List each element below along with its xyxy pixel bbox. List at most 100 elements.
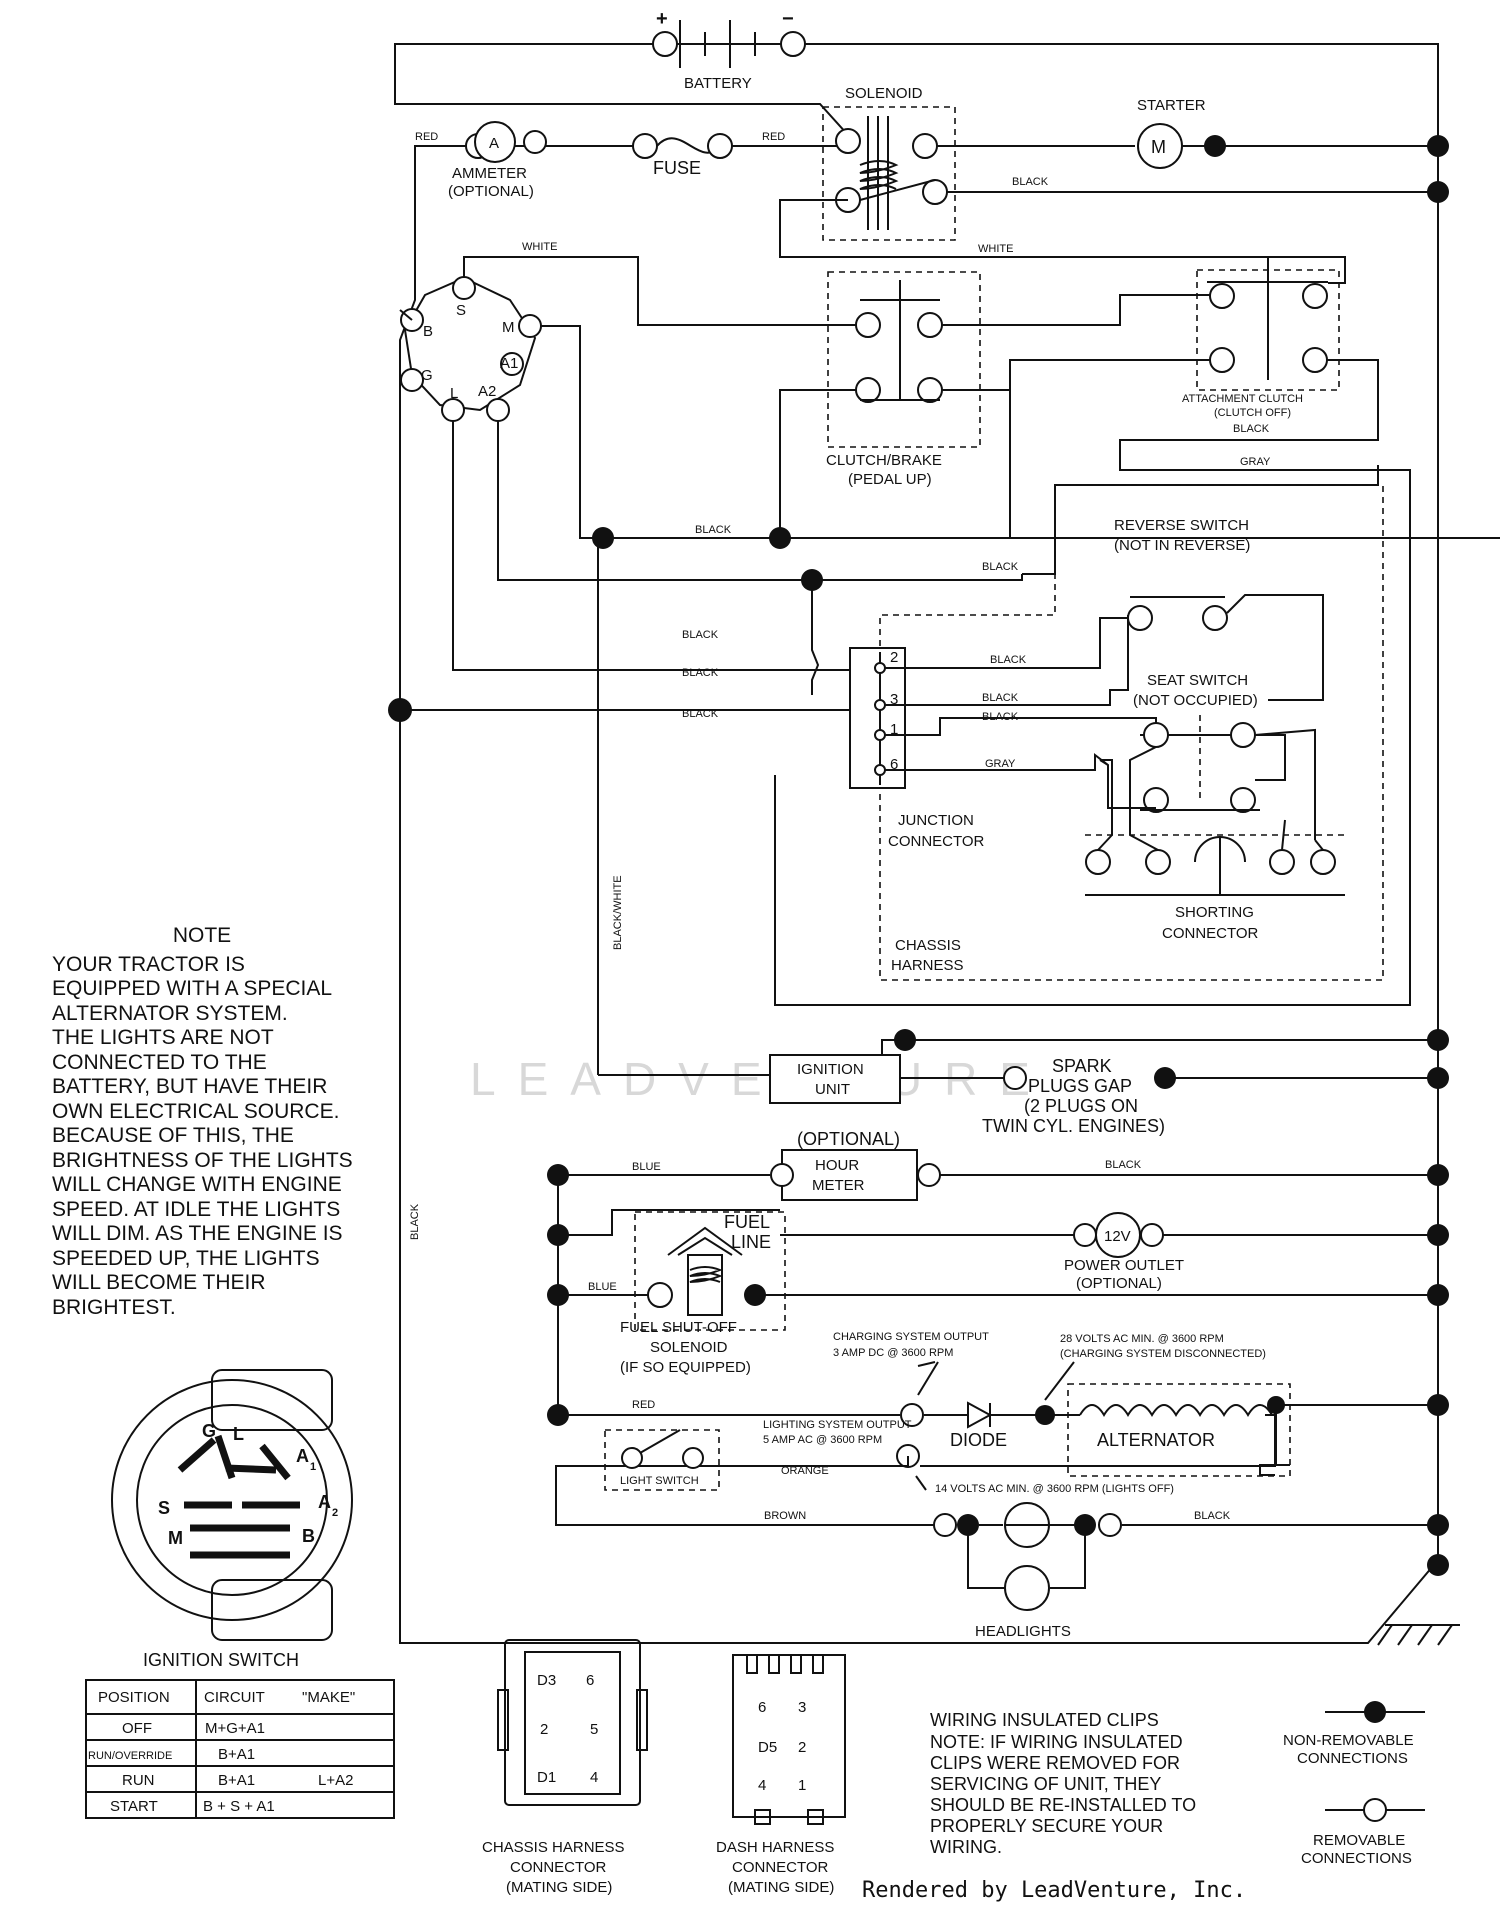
wire-black-label-4: BLACK [682, 629, 719, 641]
table-row-position: RUN [122, 1772, 155, 1789]
clips-note-line: PROPERLY SECURE YOUR [930, 1816, 1163, 1836]
note-line: BRIGHTNESS OF THE LIGHTS [52, 1148, 353, 1172]
chassis-pin-6: 6 [586, 1672, 594, 1689]
ignition-unit-label: IGNITION [797, 1061, 864, 1078]
hour-meter-optional-label: (OPTIONAL) [797, 1129, 900, 1149]
ammeter-symbol: A [489, 135, 499, 152]
wire-black-label-ac: BLACK [1233, 423, 1270, 435]
ground-symbol [1377, 1624, 1460, 1646]
spark-label-2: PLUGS GAP [1028, 1076, 1132, 1096]
removable-label: REMOVABLE [1313, 1832, 1405, 1849]
ammeter-label: AMMETER [452, 165, 527, 182]
chassis-pin-4: 4 [590, 1769, 598, 1786]
seat-switch: SEAT SWITCH (NOT OCCUPIED) [1099, 672, 1316, 840]
battery-negative-terminal [780, 31, 806, 57]
wire-gray-label: GRAY [1240, 456, 1271, 468]
spark-label-3: (2 PLUGS ON [1024, 1096, 1138, 1116]
note-line: SPEED. AT IDLE THE LIGHTS [52, 1197, 341, 1221]
light-switch: LIGHT SWITCH [604, 1429, 720, 1491]
hour-meter-label: HOUR [815, 1157, 859, 1174]
terminal-l: L [450, 385, 458, 402]
wire-gray-label-2: GRAY [985, 758, 1016, 770]
note-line: BATTERY, BUT HAVE THEIR [52, 1075, 328, 1098]
note-line: WILL BECOME THEIR [52, 1271, 266, 1294]
ignition-unit-section: IGNITION UNIT SPARK PLUGS GAP (2 PLUGS O… [598, 1029, 1449, 1136]
dash-pin-6: 6 [758, 1699, 766, 1716]
charging-output-label: CHARGING SYSTEM OUTPUT [833, 1331, 989, 1343]
dash-connector-label-2: CONNECTOR [732, 1859, 829, 1876]
shorting-connector-label: SHORTING [1175, 904, 1254, 921]
plug-s: S [158, 1498, 170, 1518]
wire-black-label-11: BLACK [1194, 1510, 1231, 1522]
dash-pin-1: 1 [798, 1777, 806, 1794]
seat-switch-sub-label: (NOT OCCUPIED) [1133, 692, 1258, 709]
junction-pin-3: 3 [890, 691, 898, 708]
headlights-label: HEADLIGHTS [975, 1623, 1071, 1640]
wire-black-label-5: BLACK [682, 667, 719, 679]
plus-sign: + [656, 8, 668, 30]
plug-a2: A [318, 1492, 331, 1512]
wire-black-label-3: BLACK [982, 561, 1019, 573]
table-header-position: POSITION [98, 1689, 170, 1706]
attachment-clutch-switch: ATTACHMENT CLUTCH (CLUTCH OFF) BLACK GRA… [774, 258, 1411, 1006]
hour-meter-section: (OPTIONAL) HOUR METER BLUE BLACK [547, 1129, 1449, 1201]
charging-output-label-2: 3 AMP DC @ 3600 RPM [833, 1347, 953, 1359]
table-row-circuit: B+A1 [218, 1772, 255, 1789]
plug-a1: A [296, 1446, 309, 1466]
chassis-pin-d1: D1 [537, 1769, 556, 1786]
starter-wires: M STARTER BLACK WHITE [779, 97, 1449, 284]
clips-note-line: SERVICING OF UNIT, THEY [930, 1774, 1161, 1794]
plug-l: L [233, 1424, 244, 1444]
non-removable-label-2: CONNECTIONS [1297, 1750, 1408, 1767]
table-row-position: OFF [122, 1720, 152, 1737]
terminal-a2: A2 [478, 383, 496, 400]
ignition-switch-plug: G L A 1 A 2 S M B IGNITION SWITCH [111, 1369, 353, 1670]
clips-note-line: SHOULD BE RE-INSTALLED TO [930, 1795, 1196, 1815]
solenoid-label: SOLENOID [845, 85, 923, 102]
table-row-position: START [110, 1798, 158, 1815]
credit-text: Rendered by LeadVenture, Inc. [862, 1878, 1247, 1903]
diode-label: DIODE [950, 1430, 1007, 1450]
chassis-harness-label: CHASSIS [895, 937, 961, 954]
non-removable-label: NON-REMOVABLE [1283, 1732, 1414, 1749]
table-row-circuit: B+A1 [218, 1746, 255, 1763]
reverse-switch: REVERSE SWITCH (NOT IN REVERSE) [1114, 517, 1324, 701]
note-line: WILL CHANGE WITH ENGINE [52, 1173, 342, 1196]
chassis-harness-label-2: HARNESS [891, 957, 964, 974]
note-line: OWN ELECTRICAL SOURCE. [52, 1099, 340, 1123]
ac-28-label: 28 VOLTS AC MIN. @ 3600 RPM [1060, 1333, 1224, 1345]
ammeter-gauge [474, 121, 516, 163]
wire-orange-label: ORANGE [781, 1465, 829, 1477]
spark-label-4: TWIN CYL. ENGINES) [982, 1116, 1165, 1136]
dash-pin-2: 2 [798, 1739, 806, 1756]
fuel-power-section: FUEL LINE BLUE FUEL SHUT-OFF SOLENOID (I… [547, 1175, 1449, 1415]
ignition-wires: WHITE [388, 241, 1500, 722]
minus-sign: − [782, 8, 794, 30]
wire-black-label: BLACK [1012, 176, 1049, 188]
dash-pin-3: 3 [798, 1699, 806, 1716]
plug-g: G [202, 1421, 216, 1441]
chassis-connector-label-2: CONNECTOR [510, 1859, 607, 1876]
fuel-solenoid-label-2: SOLENOID [650, 1339, 728, 1356]
spark-label: SPARK [1052, 1056, 1112, 1076]
fuel-solenoid-label: FUEL SHUT-OFF [620, 1319, 737, 1336]
chassis-pin-2: 2 [540, 1721, 548, 1738]
note-line: CONNECTED TO THE [52, 1050, 267, 1074]
table-row-extra: L+A2 [318, 1772, 353, 1789]
plug-b: B [302, 1526, 315, 1546]
ignition-switch-terminals: S B M A1 G L A2 [400, 276, 542, 422]
terminal-s: S [456, 302, 466, 319]
attachment-clutch-label: ATTACHMENT CLUTCH [1182, 393, 1303, 405]
ignition-unit-label-2: UNIT [815, 1081, 850, 1098]
plug-a2-sub: 2 [332, 1507, 338, 1519]
ac-14-label: 14 VOLTS AC MIN. @ 3600 RPM (LIGHTS OFF) [935, 1483, 1174, 1495]
junction-pin-1: 1 [890, 721, 898, 738]
wire-red-label: RED [415, 131, 438, 143]
alternator-label: ALTERNATOR [1097, 1430, 1215, 1450]
chassis-harness: CHASSIS HARNESS [879, 484, 1384, 981]
dash-harness-connector: 6 3 D5 2 4 1 DASH HARNESS CONNECTOR (MAT… [716, 1654, 846, 1896]
reverse-switch-sub-label: (NOT IN REVERSE) [1114, 537, 1250, 554]
power-outlet-label: POWER OUTLET [1064, 1257, 1184, 1274]
reverse-switch-label: REVERSE SWITCH [1114, 517, 1249, 534]
